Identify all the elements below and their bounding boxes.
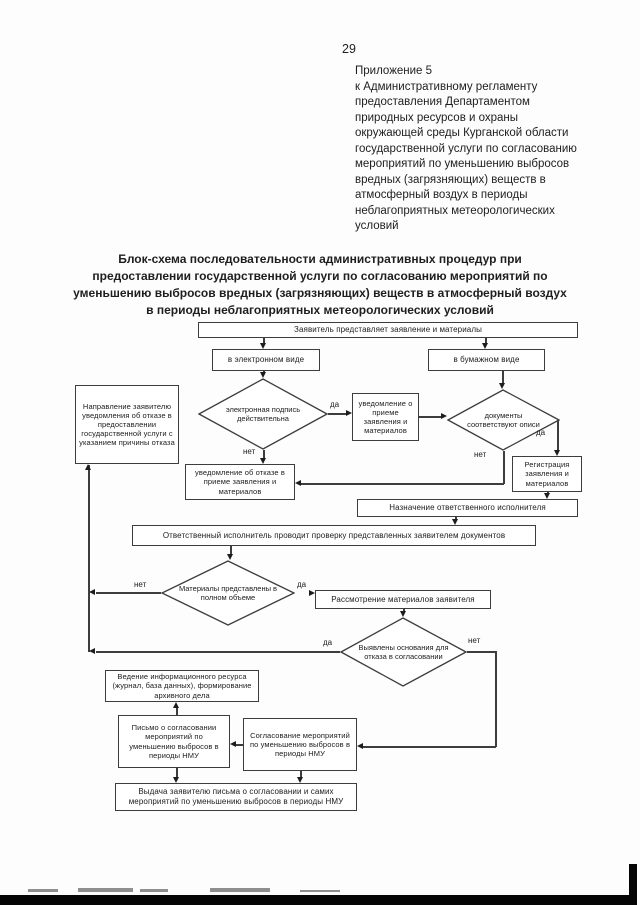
node-acceptance-notice: уведомление о приеме заявления и материа…: [352, 393, 419, 441]
arrowhead-left: [357, 743, 363, 749]
arrowhead-down: [499, 383, 505, 389]
scan-artifact-right-edge: [629, 864, 637, 905]
page-number: 29: [342, 42, 356, 56]
flow-line: [557, 420, 559, 451]
node-paper-form: в бумажном виде: [428, 349, 545, 371]
arrowhead-right: [441, 413, 447, 419]
label-no-grounds: нет: [468, 636, 481, 645]
flow-line: [485, 338, 487, 343]
scan-artifact-speck: [140, 889, 168, 892]
arrowhead-down: [260, 458, 266, 464]
flow-line: [419, 416, 441, 418]
label-no-materials: нет: [134, 580, 147, 589]
arrowhead-left: [89, 589, 95, 595]
scan-artifact-speck: [28, 889, 58, 892]
flow-line: [495, 651, 497, 747]
decision-docs-match-inventory: документы соответствуют описи: [447, 389, 560, 451]
label-no-docs: нет: [474, 450, 487, 459]
label-no-signature: нет: [243, 447, 256, 456]
arrowhead-left: [230, 741, 236, 747]
flow-line: [301, 483, 504, 485]
flow-line: [176, 768, 178, 778]
decision-materials-complete: Материалы представлены в полном объеме: [161, 560, 295, 626]
label-yes-materials: да: [297, 580, 307, 589]
label-yes-grounds: да: [323, 638, 333, 647]
flow-line: [455, 517, 457, 520]
arrowhead-up: [85, 464, 91, 470]
decision-label: документы соответствуют описи: [467, 411, 540, 429]
flow-line: [263, 450, 265, 458]
flow-line: [467, 651, 496, 653]
node-registration: Регистрация заявления и материалов: [512, 456, 582, 492]
decision-signature-valid: электронная подпись действительна: [198, 378, 328, 450]
flow-line: [236, 744, 243, 746]
diamond-shape: [198, 378, 328, 450]
arrowhead-up: [173, 702, 179, 708]
node-approval: Согласование мероприятий по уменьшению в…: [243, 718, 357, 771]
decision-refusal-grounds: Выявлены основания для отказа в согласов…: [340, 617, 467, 687]
flow-line: [230, 546, 232, 555]
decision-label: электронная подпись действительна: [225, 405, 301, 423]
arrowhead-down: [260, 343, 266, 349]
node-refusal-to-applicant: Направление заявителю уведомления об отк…: [75, 385, 179, 464]
flow-line: [263, 338, 265, 343]
flow-line: [176, 707, 178, 715]
flow-line: [403, 609, 405, 612]
flow-line: [363, 746, 496, 748]
flow-line: [300, 771, 302, 778]
arrowhead-down: [173, 777, 179, 783]
node-approval-letter: Письмо о согласовании мероприятий по уме…: [118, 715, 230, 768]
scan-artifact-speck: [210, 888, 270, 892]
arrowhead-down: [554, 450, 560, 456]
label-yes-signature: да: [330, 400, 340, 409]
scan-artifact-speck: [78, 888, 133, 892]
diamond-shape: [161, 560, 295, 626]
scan-artifact-bottom-band: [0, 895, 634, 905]
node-issuance: Выдача заявителю письма о согласовании и…: [115, 783, 357, 811]
arrowhead-left: [295, 480, 301, 486]
diamond-shape: [340, 617, 467, 687]
flow-line: [503, 451, 505, 484]
diamond-shape: [447, 389, 560, 451]
node-executor-check: Ответственный исполнитель проводит прове…: [132, 525, 536, 546]
arrowhead-down: [482, 343, 488, 349]
arrowhead-down: [452, 519, 458, 525]
flow-line: [96, 592, 161, 594]
flowchart-title: Блок-схема последовательности администра…: [73, 252, 567, 317]
label-yes-docs: да: [536, 428, 546, 437]
node-applicant-submits: Заявитель представляет заявление и матер…: [198, 322, 578, 338]
arrowhead-down: [544, 493, 550, 499]
node-rejection-notice: уведомление об отказе в приеме заявления…: [185, 464, 295, 500]
flow-line: [88, 465, 90, 652]
scan-artifact-speck: [300, 890, 340, 892]
arrowhead-down: [227, 554, 233, 560]
node-electronic-form: в электронном виде: [212, 349, 320, 371]
arrowhead-down: [400, 611, 406, 617]
decision-label: Материалы представлены в полном объеме: [178, 584, 278, 602]
flow-line: [328, 413, 346, 415]
node-assign-executor: Назначение ответственного исполнителя: [357, 499, 578, 517]
flow-line: [502, 371, 504, 384]
appendix-reference: Приложение 5 к Административному регламе…: [355, 65, 577, 232]
arrowhead-left: [89, 648, 95, 654]
arrowhead-right: [346, 410, 352, 416]
arrowhead-right: [309, 590, 315, 596]
node-review-materials: Рассмотрение материалов заявителя: [315, 590, 491, 609]
decision-label: Выявлены основания для отказа в согласов…: [358, 643, 449, 661]
arrowhead-down: [297, 777, 303, 783]
flow-line: [96, 651, 340, 653]
node-info-resource: Ведение информационного ресурса (журнал,…: [105, 670, 259, 702]
arrowhead-down: [260, 372, 266, 378]
